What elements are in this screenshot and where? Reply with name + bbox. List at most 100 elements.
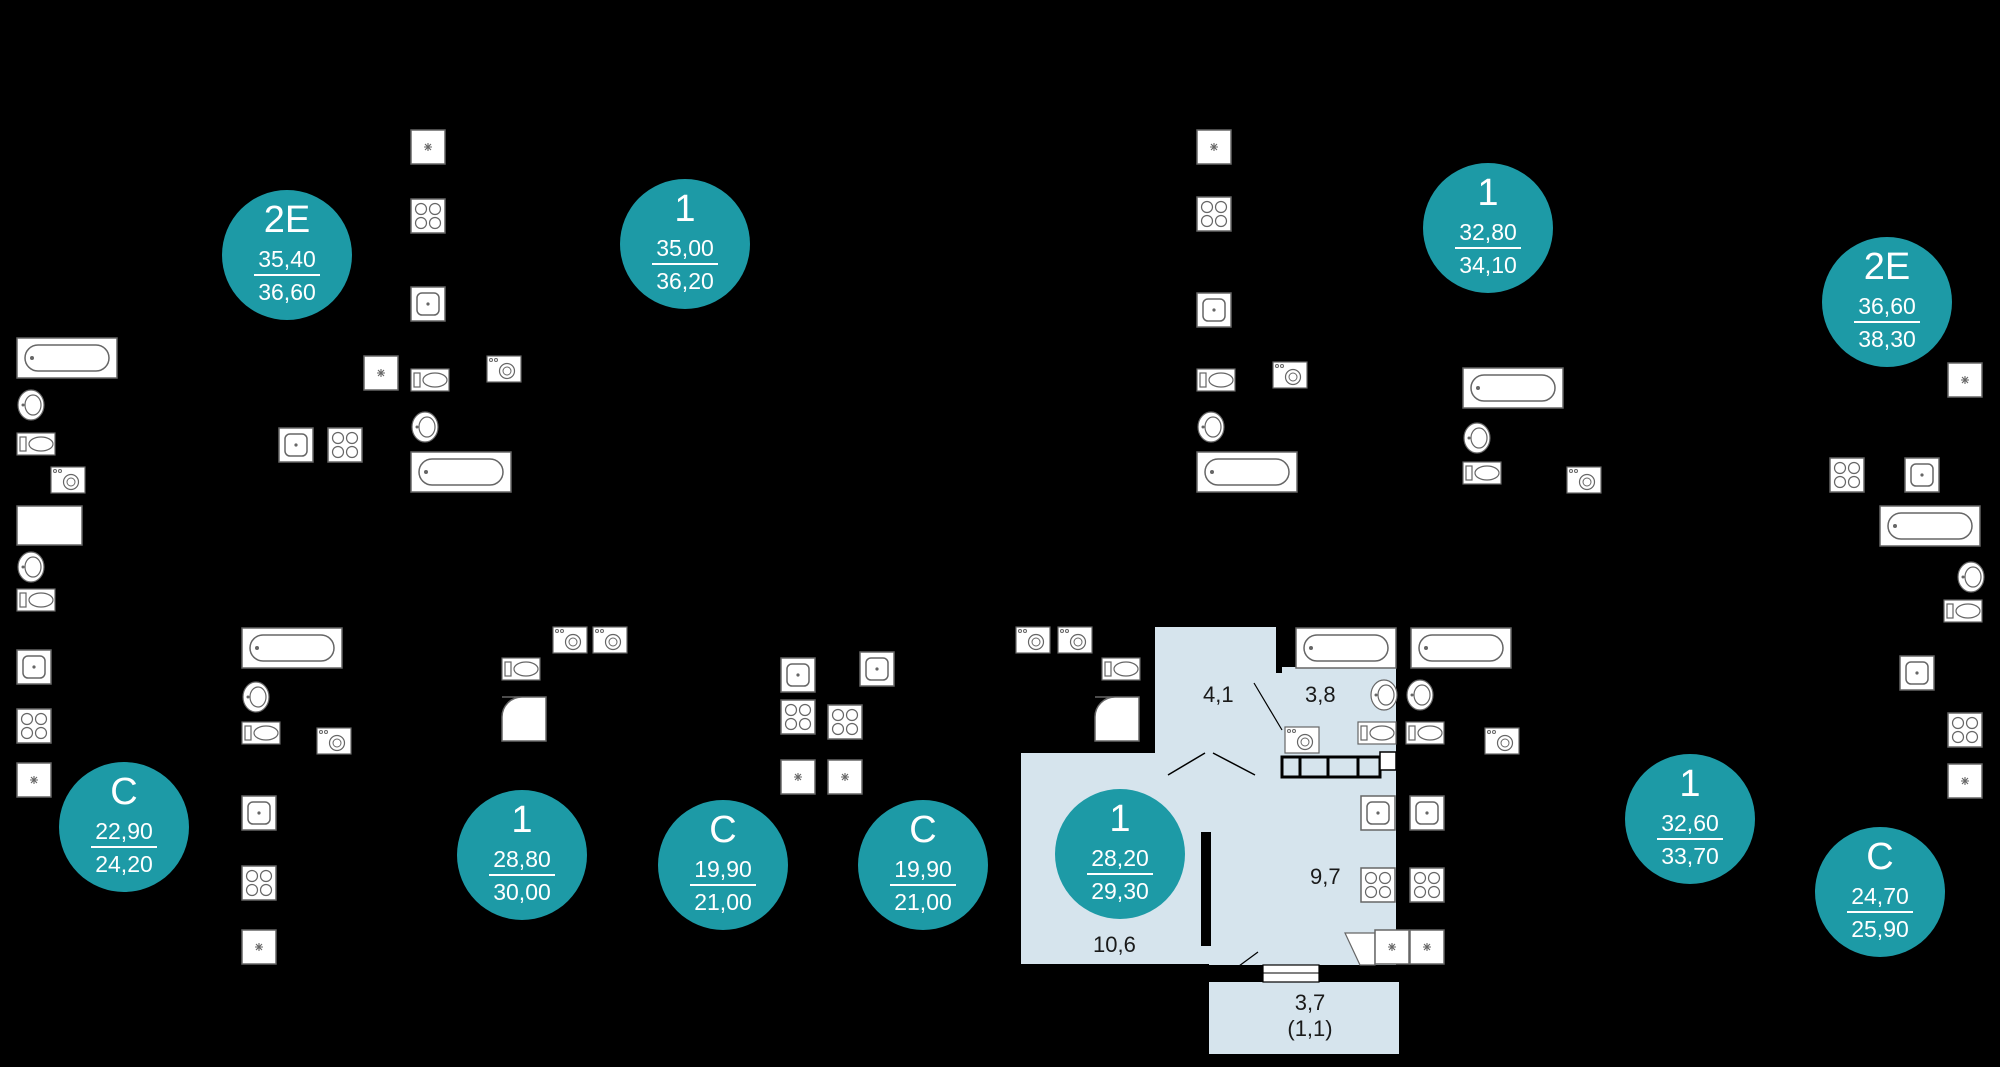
unit-living-area: 22,90 [95, 818, 153, 844]
unit-type: 1 [1679, 763, 1701, 805]
washing-machine-icon [1284, 726, 1320, 754]
fridge-icon [827, 759, 863, 795]
shower-icon [1094, 696, 1140, 742]
balcony-area: 3,7 [1294, 990, 1326, 1015]
unit-living-area: 32,60 [1661, 810, 1719, 836]
toilet-icon [501, 657, 541, 681]
toilet-icon [1101, 657, 1141, 681]
room-area-bathroom: 3,8 [1305, 682, 1336, 707]
toilet-icon [1943, 599, 1983, 623]
sink-icon [241, 795, 277, 831]
stove-icon [1360, 867, 1396, 903]
divider [1087, 873, 1153, 875]
shower-icon [501, 696, 547, 742]
unit-living-area: 19,90 [694, 856, 752, 882]
sink-icon [1899, 655, 1935, 691]
toilet-icon [1462, 461, 1502, 485]
unit-living-area: 32,80 [1459, 219, 1517, 245]
fridge-icon [1409, 929, 1445, 965]
divider [1455, 247, 1521, 249]
room-area-bedroom: 10,6 [1093, 932, 1136, 957]
unit-total-area: 25,90 [1851, 916, 1909, 942]
unit-total-area: 33,70 [1661, 843, 1719, 869]
unit-living-area: 35,00 [656, 235, 714, 261]
unit-total-area: 38,30 [1858, 326, 1916, 352]
fridge-icon [1374, 929, 1410, 965]
unit-badge[interactable]: 1 32,80 34,10 [1423, 163, 1553, 293]
unit-badge[interactable]: C 22,90 24,20 [59, 762, 189, 892]
stove-icon [1947, 712, 1983, 748]
washing-machine-icon [50, 466, 86, 494]
sink-icon [780, 657, 816, 693]
fridge-icon [1947, 763, 1983, 799]
bathtub-icon [1410, 627, 1512, 669]
unit-living-area: 28,80 [493, 846, 551, 872]
unit-living-area: 36,60 [1858, 293, 1916, 319]
sink-icon [1904, 457, 1940, 493]
stove-icon [1409, 867, 1445, 903]
unit-type: 1 [511, 799, 533, 841]
unit-badge[interactable]: 2E 36,60 38,30 [1822, 237, 1952, 367]
unit-living-area: 35,40 [258, 246, 316, 272]
room-area-balcony: 3,7 (1,1) [1285, 990, 1335, 1042]
divider [690, 884, 756, 886]
sink-icon [1463, 422, 1491, 454]
sink-icon [1406, 679, 1434, 711]
balcony-reduced-area: (1,1) [1287, 1016, 1333, 1041]
sink-icon [1370, 679, 1398, 711]
room-area-hall: 4,1 [1203, 682, 1234, 707]
washing-machine-icon [1272, 361, 1308, 389]
sink-icon [1197, 411, 1225, 443]
sink-icon [242, 681, 270, 713]
bathtub-icon [1295, 627, 1397, 669]
washing-machine-icon [1566, 466, 1602, 494]
unit-badge[interactable]: 1 28,80 30,00 [457, 790, 587, 920]
divider [254, 274, 320, 276]
unit-badge[interactable]: C 19,90 21,00 [858, 800, 988, 930]
sink-icon [1957, 561, 1985, 593]
room-area-kitchen: 9,7 [1310, 864, 1341, 889]
toilet-icon [1357, 721, 1397, 745]
unit-type: C [1866, 836, 1894, 878]
unit-type: C [110, 771, 138, 813]
unit-badge[interactable]: C 19,90 21,00 [658, 800, 788, 930]
unit-total-area: 29,30 [1091, 878, 1149, 904]
toilet-icon [1405, 721, 1445, 745]
unit-living-area: 19,90 [894, 856, 952, 882]
toilet-icon [16, 588, 56, 612]
unit-badge[interactable]: 1 35,00 36,20 [620, 179, 750, 309]
fridge-icon [1196, 129, 1232, 165]
stove-icon [16, 708, 52, 744]
washing-machine-icon [486, 355, 522, 383]
unit-living-area: 28,20 [1091, 845, 1149, 871]
divider [91, 846, 157, 848]
unit-badge[interactable]: 2E 35,40 36,60 [222, 190, 352, 320]
sink-icon [411, 411, 439, 443]
fridge-icon [241, 929, 277, 965]
divider [1657, 838, 1723, 840]
toilet-icon [1196, 368, 1236, 392]
bathtub-icon [1196, 451, 1298, 493]
unit-type: C [709, 809, 737, 851]
divider [890, 884, 956, 886]
divider [489, 874, 555, 876]
unit-badge[interactable]: 1 28,20 29,30 [1055, 789, 1185, 919]
bathtub-icon [410, 451, 512, 493]
washing-machine-icon [1484, 727, 1520, 755]
unit-total-area: 36,60 [258, 279, 316, 305]
unit-type: 2E [1863, 246, 1911, 288]
unit-total-area: 21,00 [694, 889, 752, 915]
washing-machine-icon [1015, 626, 1051, 654]
sink-icon [1409, 795, 1445, 831]
unit-badge[interactable]: 1 32,60 33,70 [1625, 754, 1755, 884]
unit-badge[interactable]: C 24,70 25,90 [1815, 827, 1945, 957]
fridge-icon [780, 759, 816, 795]
unit-type: 2E [263, 199, 311, 241]
sink-icon [17, 551, 45, 583]
bathtub-icon [1879, 505, 1981, 547]
stove-icon [410, 198, 446, 234]
divider [1847, 911, 1913, 913]
unit-total-area: 34,10 [1459, 252, 1517, 278]
sink-icon [16, 649, 52, 685]
